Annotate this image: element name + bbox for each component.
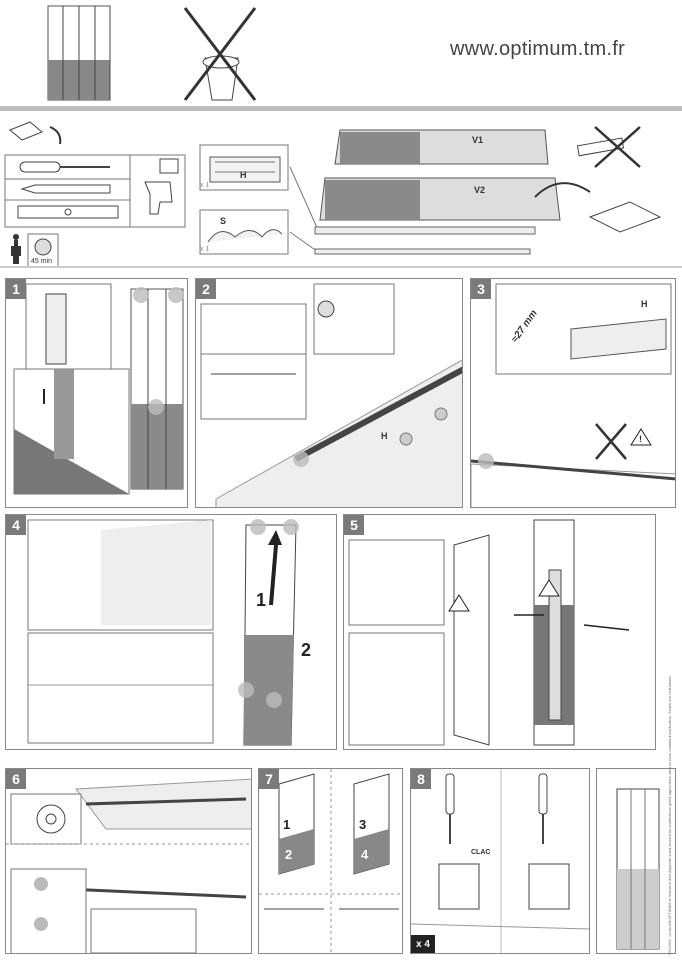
step-2-number: 2 — [196, 279, 216, 299]
adjustment-panel — [596, 768, 676, 954]
step-7-drawing — [259, 769, 402, 953]
step-6-drawing — [6, 778, 251, 953]
step-7-number: 7 — [259, 769, 279, 789]
step-8-drawing — [411, 769, 589, 953]
step-3-warning: ! — [639, 434, 642, 444]
step-5-panel: 5 — [343, 514, 656, 750]
panel-v2-label: V2 — [474, 185, 486, 195]
kit-separator — [0, 266, 682, 268]
step-5-drawing — [348, 519, 630, 746]
step-7-arrow3: 3 — [359, 817, 367, 832]
step-3-panel: 3 ≈27 mm H ! — [470, 278, 676, 508]
rail-s-qty: x 1 — [200, 246, 210, 253]
step-1-number: 1 — [6, 279, 26, 299]
panel-v1-label: V1 — [472, 135, 484, 145]
header-illustrations — [0, 0, 682, 106]
step-8-quantity-badge: x 4 — [411, 935, 435, 953]
header-separator — [0, 106, 682, 111]
step-4-drawing — [27, 519, 299, 746]
step-3-number: 3 — [471, 279, 491, 299]
step-7-arrow4: 4 — [361, 847, 369, 862]
adjustment-drawing — [616, 788, 660, 950]
step-4-panel: 4 1 2 — [5, 514, 337, 750]
step-1-panel: 1 — [5, 278, 188, 508]
step-4-arrow1: 1 — [256, 590, 267, 610]
step-8-clac: CLAC — [471, 849, 491, 856]
step-6-panel: 6 — [5, 768, 252, 954]
step-5-number: 5 — [344, 515, 364, 535]
step-8-number: 8 — [411, 769, 431, 789]
legal-footnote: 92019003 - La société OPTIMUM se réserve… — [668, 675, 672, 955]
step-4-arrow2: 2 — [301, 640, 312, 660]
step-2-panel: 2 H — [195, 278, 463, 508]
rail-h-label: H — [240, 170, 247, 180]
step-6-number: 6 — [6, 769, 26, 789]
step-2-rail-label: H — [381, 431, 388, 441]
step-7-arrow2: 2 — [285, 847, 293, 862]
step-2-drawing — [200, 283, 462, 507]
wardrobe-icon — [47, 5, 257, 101]
step-8-panel: 8 CLAC x 4 — [410, 768, 590, 954]
rail-s-label: S — [220, 216, 227, 226]
step-3-drawing — [471, 283, 675, 507]
time-label: 45 min — [31, 258, 53, 265]
step-8-quantity: x 4 — [416, 939, 430, 950]
step-7-panel: 7 1 2 3 4 — [258, 768, 403, 954]
kit-section: H x 1 S x 1 V1 V2 45 min — [0, 112, 682, 272]
step-4-number: 4 — [6, 515, 26, 535]
rail-h-qty: x 1 — [200, 182, 210, 189]
website-url[interactable]: www.optimum.tm.fr — [450, 38, 626, 60]
step-7-arrow1: 1 — [283, 817, 291, 832]
kit-drawing — [4, 121, 662, 268]
step-3-rail-label: H — [641, 299, 648, 309]
step-1-drawing — [13, 283, 184, 495]
